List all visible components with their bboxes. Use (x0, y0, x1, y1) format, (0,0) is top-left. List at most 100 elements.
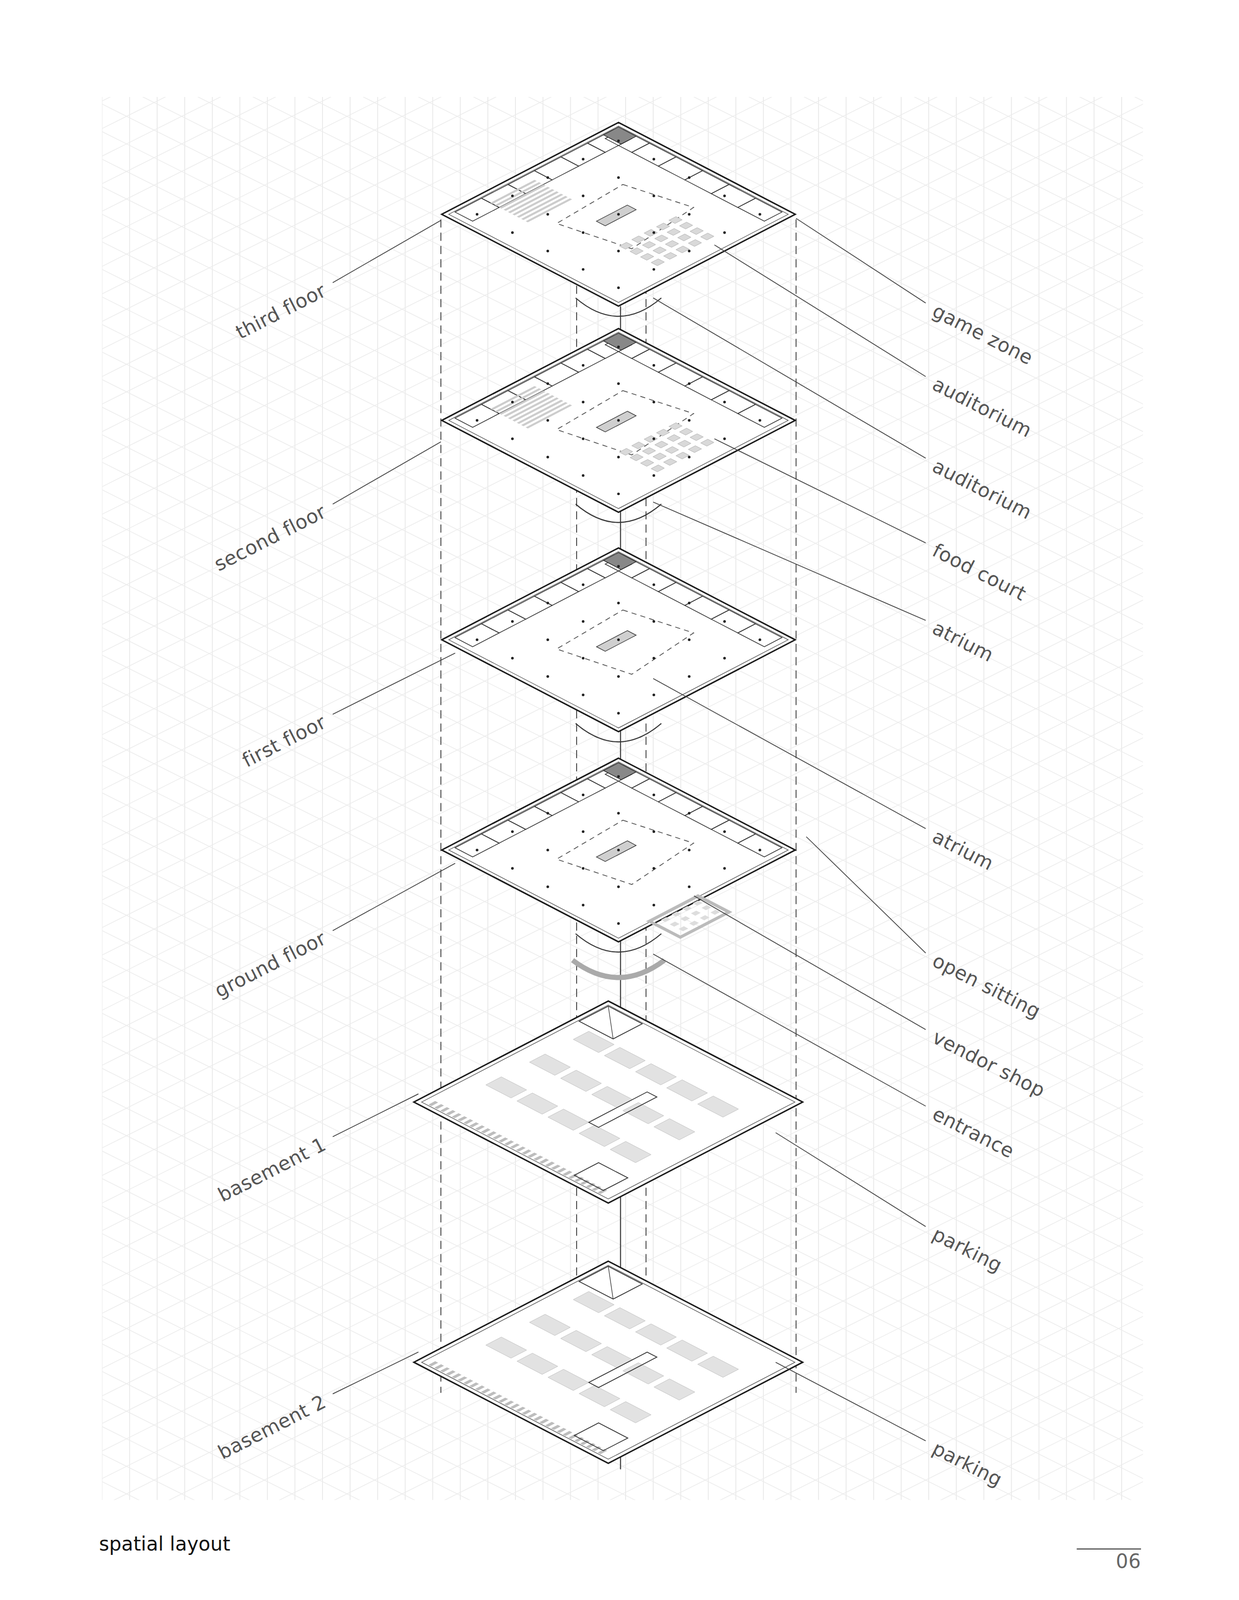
open-sitting-deck (649, 896, 729, 938)
parking-bay (579, 1385, 620, 1408)
shop-unit (684, 806, 729, 830)
column (581, 231, 585, 234)
parking-stripe (475, 1125, 485, 1131)
grid-line (818, 96, 820, 1501)
column (652, 474, 656, 477)
column (511, 437, 514, 440)
grid-line (101, 517, 1143, 1038)
grid-line (762, 96, 764, 1501)
atrium-void (556, 820, 694, 885)
inner-wall (448, 332, 789, 509)
parking-bay (573, 1031, 614, 1053)
shop-unit (711, 610, 756, 633)
seating (690, 227, 704, 235)
grid-line (101, 1206, 1143, 1501)
seating (669, 921, 680, 927)
column (758, 418, 761, 422)
shop-unit (561, 143, 606, 166)
grid-line (101, 96, 1143, 515)
parking-stripe (451, 1113, 462, 1119)
grid-line (983, 96, 985, 1501)
seating (692, 900, 703, 906)
seating (665, 240, 679, 248)
column (475, 638, 479, 642)
ramp (579, 1266, 643, 1300)
parking-stripe (457, 1116, 468, 1122)
parking-bay (516, 1093, 558, 1115)
parking-stripe (510, 1143, 520, 1149)
column (723, 400, 726, 403)
leader-line (332, 441, 441, 504)
seating (651, 465, 665, 472)
column (475, 212, 479, 216)
column (687, 675, 691, 678)
shop-unit (631, 568, 676, 592)
column (617, 601, 620, 605)
grid-line (101, 765, 1143, 1286)
column (581, 830, 585, 834)
page-caption: spatial layout (98, 1533, 231, 1555)
column (581, 867, 585, 870)
space-label: parking (929, 1437, 1006, 1492)
seating (678, 926, 689, 932)
parking-bay (516, 1353, 558, 1375)
parking-stripe (481, 1128, 491, 1134)
slab-outline (441, 122, 796, 307)
column (581, 268, 585, 271)
inner-wall (448, 761, 789, 939)
grid-line (101, 655, 1143, 1176)
column (652, 867, 656, 870)
space-label: parking (929, 1223, 1006, 1277)
parking-stripe (463, 1119, 474, 1125)
space-label: food court (929, 539, 1030, 606)
seating (654, 441, 668, 449)
column (511, 620, 514, 623)
escalator (596, 411, 637, 433)
parking-stripe (481, 1388, 491, 1395)
grid-line (101, 545, 1143, 1066)
grid-line (101, 96, 1143, 322)
shop-unit (684, 596, 729, 620)
column (687, 601, 691, 605)
parking-stripe (545, 1161, 555, 1168)
column (617, 286, 620, 290)
atrium-void (556, 610, 694, 675)
parking-bay (573, 1291, 614, 1314)
parking-stripe (545, 1422, 555, 1428)
grid-line (101, 958, 1143, 1479)
leader-line (714, 438, 926, 544)
escalator (596, 630, 637, 652)
parking-stripe (515, 1146, 526, 1152)
page-number: 06 (1115, 1550, 1142, 1573)
column (758, 212, 761, 216)
grid-line (101, 96, 1143, 515)
grid-line (156, 96, 158, 1501)
column (617, 455, 620, 459)
seating (663, 252, 677, 260)
seating (629, 453, 644, 461)
grid-line (211, 96, 213, 1501)
seating (680, 916, 691, 922)
parking-stripe (475, 1385, 485, 1391)
auditorium-rows (521, 195, 568, 221)
parking-stripe (556, 1167, 567, 1174)
column (617, 711, 620, 715)
parking-stripe (498, 1398, 509, 1403)
parking-stripe (550, 1425, 561, 1431)
grid-line (101, 96, 1143, 322)
grid-line (101, 738, 1143, 1259)
column (511, 194, 514, 197)
seating (642, 447, 656, 455)
seating (651, 258, 665, 266)
shop-unit (534, 792, 579, 816)
column (511, 830, 514, 834)
escalator (596, 840, 637, 862)
seating (653, 246, 667, 254)
column (723, 620, 726, 623)
grid-line (101, 104, 1143, 625)
leader-line (332, 220, 441, 283)
grid-line (101, 296, 1143, 818)
seating (700, 439, 714, 447)
grid-line (101, 241, 1143, 763)
